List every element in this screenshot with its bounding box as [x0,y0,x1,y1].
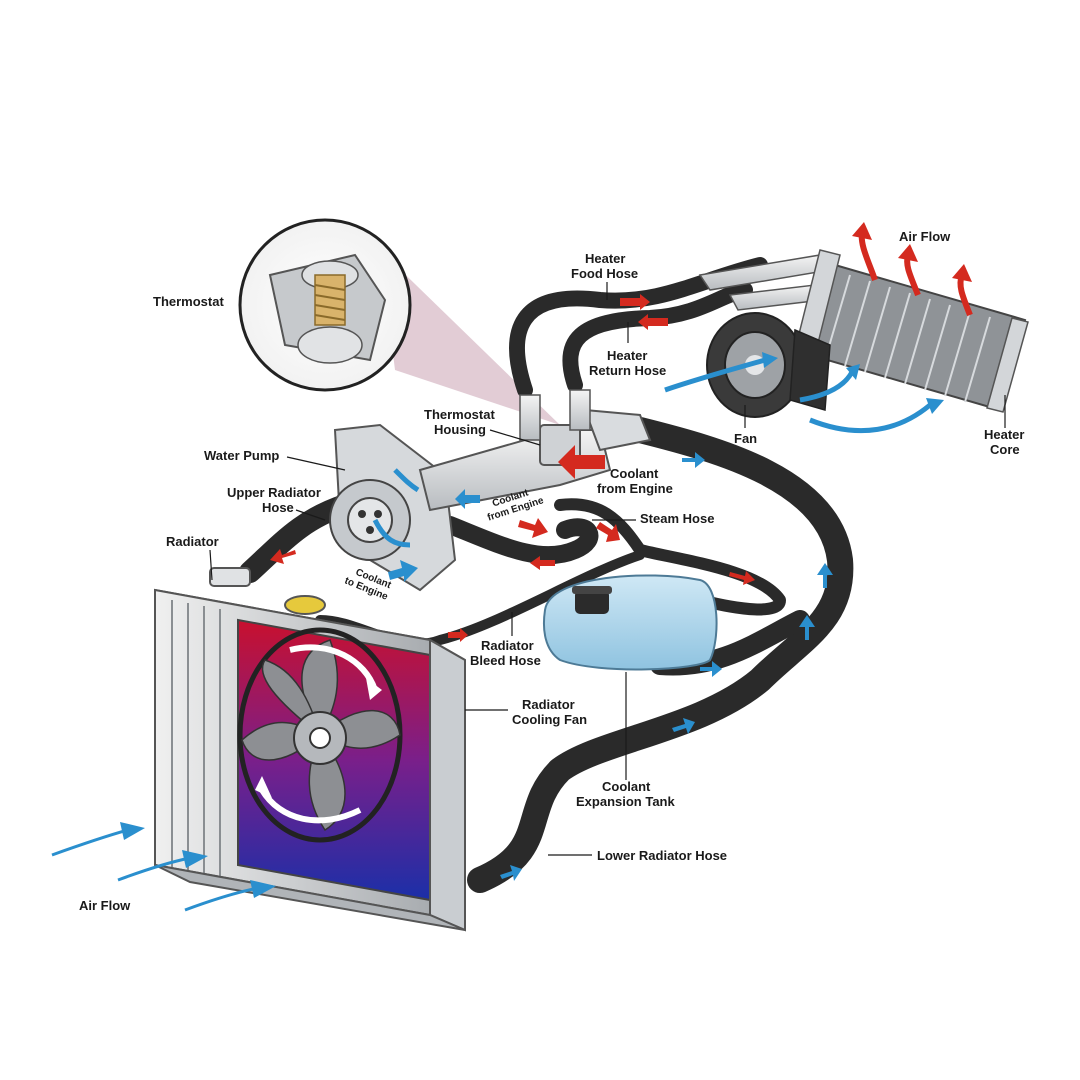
cool-arrow [500,865,522,881]
cooling-fan [237,627,403,843]
cool-arrow [817,563,833,588]
label-coolant-expansion-tank-line1: Coolant [602,779,651,794]
expansion-tank [542,574,718,671]
label-heater-food-hose-line1: Heater [585,251,625,266]
label-steam-hose: Steam Hose [640,511,714,526]
label-thermostat: Thermostat [153,294,224,309]
hot-arrow [270,549,296,564]
label-air-flow-bottom: Air Flow [79,898,131,913]
cool-arrow [455,489,480,509]
label-radiator-bleed-hose-line1: Radiator [481,638,534,653]
cool-arrow [682,452,705,468]
flow-arrows [51,222,973,912]
cool-arrow [700,661,722,677]
label-upper-radiator-hose-line1: Upper Radiator [227,485,321,500]
hot-arrow [518,518,548,538]
hot-arrow [638,314,668,330]
thermostat-inset [238,218,412,392]
label-thermostat-housing-line2: Housing [434,422,486,437]
cool-arrow [672,718,695,734]
hot-arrow [530,556,555,570]
hot-arrow [596,522,620,542]
label-coolant-from-engine-line1: Coolant [610,466,659,481]
label-heater-core-line1: Heater [984,427,1024,442]
label-heater-return-hose-line2: Return Hose [589,363,666,378]
label-heater-core-line2: Core [990,442,1020,457]
label-heater-food-hose-line2: Food Hose [571,266,638,281]
thermostat-housing [418,389,652,512]
cool-arrow [799,615,815,640]
label-water-pump: Water Pump [204,448,279,463]
hot-arrow [620,294,650,310]
hot-arrow [448,628,468,642]
label-fan: Fan [734,431,757,446]
label-air-flow-top: Air Flow [899,229,951,244]
leader-lines [209,282,1006,856]
hot-arrow [729,571,755,585]
label-heater-return-hose-line1: Heater [607,348,647,363]
label-thermostat-housing-line1: Thermostat [424,407,495,422]
label-lower-radiator-hose: Lower Radiator Hose [597,848,727,863]
hot-arrow [558,445,605,479]
label-radiator: Radiator [166,534,219,549]
heater-core [794,249,1029,413]
cool-arrow [388,560,418,582]
label-coolant-expansion-tank-line2: Expansion Tank [576,794,675,809]
label-coolant-from-engine-line2: from Engine [597,481,673,496]
labels: Thermostat Heater Food Hose Air Flow Hea… [79,229,1024,913]
hoses [239,257,854,893]
label-radiator-cooling-fan-line1: Radiator [522,697,575,712]
label-radiator-cooling-fan-line2: Cooling Fan [512,712,587,727]
label-upper-radiator-hose-line2: Hose [262,500,294,515]
label-radiator-bleed-hose-line2: Bleed Hose [470,653,541,668]
